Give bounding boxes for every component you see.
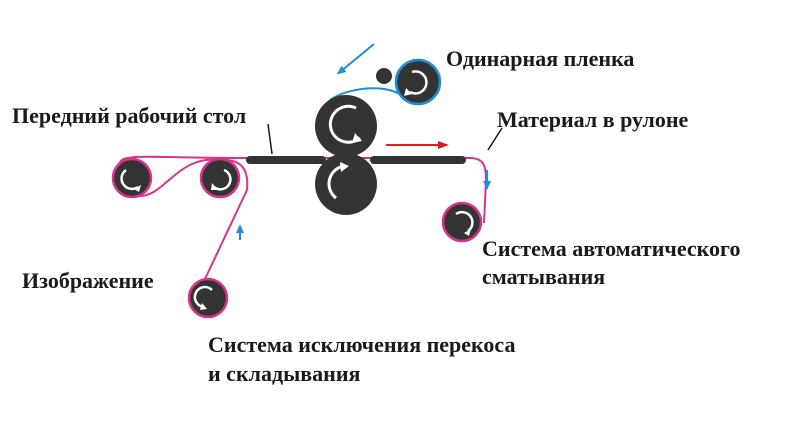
- table-leader-line: [267, 123, 273, 155]
- middle-material-roller: [199, 157, 241, 199]
- bottom-main-roller: [315, 153, 377, 215]
- guide-roller: [376, 68, 392, 84]
- auto-winding-label-line2: сматывания: [482, 264, 606, 289]
- anti-skew-label-line1: Система исключения перекоса: [208, 332, 516, 357]
- material-leader-line: [487, 127, 503, 151]
- front-table-label: Передний рабочий стол: [12, 103, 247, 128]
- winding-roller: [441, 201, 483, 243]
- material-roll-label: Материал в рулоне: [497, 107, 689, 132]
- left-material-roller: [111, 157, 153, 199]
- film-feed-arrow: [336, 43, 375, 75]
- auto-winding-label-line1: Система автоматического: [482, 236, 741, 261]
- image-label: Изображение: [22, 268, 154, 293]
- top-main-roller: [315, 95, 377, 157]
- film-supply-roller: [394, 58, 442, 106]
- film-label: Одинарная пленка: [446, 46, 635, 71]
- material-path: [116, 155, 488, 297]
- anti-skew-label-line2: и складывания: [208, 361, 361, 386]
- anti-skew-roller: [187, 277, 229, 319]
